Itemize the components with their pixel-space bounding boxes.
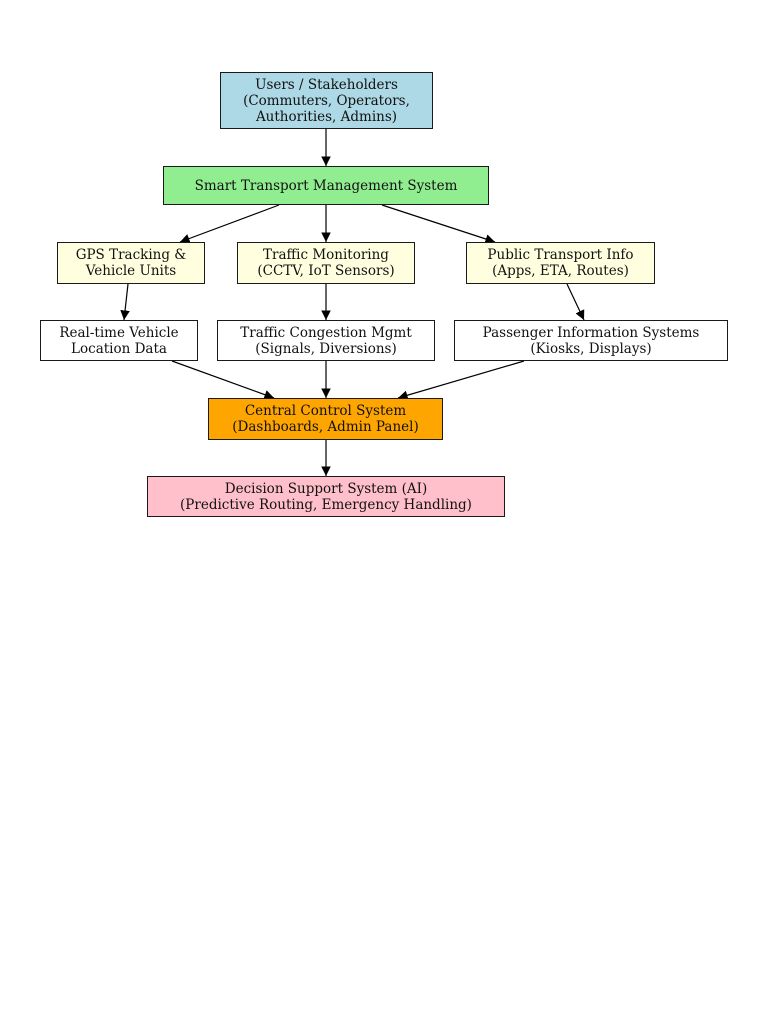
node-decision-support-system: Decision Support System (AI) (Predictive… (147, 476, 505, 517)
node-passenger-info-line-2: (Kiosks, Displays) (530, 340, 652, 357)
node-vehicle-location-line-2: Location Data (71, 340, 167, 357)
node-smart-transport-system: Smart Transport Management System (163, 166, 489, 205)
node-passenger-info-line-1: Passenger Information Systems (482, 324, 700, 341)
node-traffic-congestion-mgmt: Traffic Congestion Mgmt (Signals, Divers… (217, 320, 435, 361)
node-central-control-system: Central Control System (Dashboards, Admi… (208, 398, 443, 440)
node-congestion-line-2: (Signals, Diversions) (255, 340, 397, 357)
node-decision-line-2: (Predictive Routing, Emergency Handling) (180, 496, 472, 513)
node-public-transport-line-1: Public Transport Info (487, 247, 634, 263)
edge-public-transport-to-passenger-info (566, 283, 585, 321)
node-traffic-monitoring-line-1: Traffic Monitoring (263, 247, 389, 263)
node-gps-tracking: GPS Tracking & Vehicle Units (57, 242, 205, 284)
node-vehicle-location-line-1: Real-time Vehicle (59, 324, 179, 341)
node-users-line-2: (Commuters, Operators, (243, 92, 410, 109)
edge-system-to-gps (179, 204, 280, 244)
edge-gps-to-vehicle-location (120, 283, 130, 321)
node-traffic-monitoring: Traffic Monitoring (CCTV, IoT Sensors) (237, 242, 415, 284)
node-users-stakeholders: Users / Stakeholders (Commuters, Operato… (220, 72, 433, 129)
node-public-transport-info: Public Transport Info (Apps, ETA, Routes… (466, 242, 655, 284)
node-system-line-1: Smart Transport Management System (194, 177, 458, 194)
edge-passenger-info-to-central (397, 360, 525, 400)
node-passenger-information-systems: Passenger Information Systems (Kiosks, D… (454, 320, 728, 361)
node-central-line-1: Central Control System (244, 403, 407, 419)
node-gps-line-2: Vehicle Units (85, 263, 177, 279)
node-users-line-1: Users / Stakeholders (255, 76, 398, 93)
edge-system-to-public-transport (381, 204, 496, 244)
node-decision-line-1: Decision Support System (AI) (224, 480, 428, 497)
node-gps-line-1: GPS Tracking & (75, 247, 187, 263)
node-traffic-monitoring-line-2: (CCTV, IoT Sensors) (257, 263, 395, 279)
node-realtime-vehicle-location: Real-time Vehicle Location Data (40, 320, 198, 361)
edge-vehicle-location-to-central (171, 360, 275, 400)
node-users-line-3: Authorities, Admins) (255, 108, 398, 125)
node-public-transport-line-2: (Apps, ETA, Routes) (492, 263, 629, 279)
node-congestion-line-1: Traffic Congestion Mgmt (240, 324, 412, 341)
node-central-line-2: (Dashboards, Admin Panel) (232, 419, 419, 435)
